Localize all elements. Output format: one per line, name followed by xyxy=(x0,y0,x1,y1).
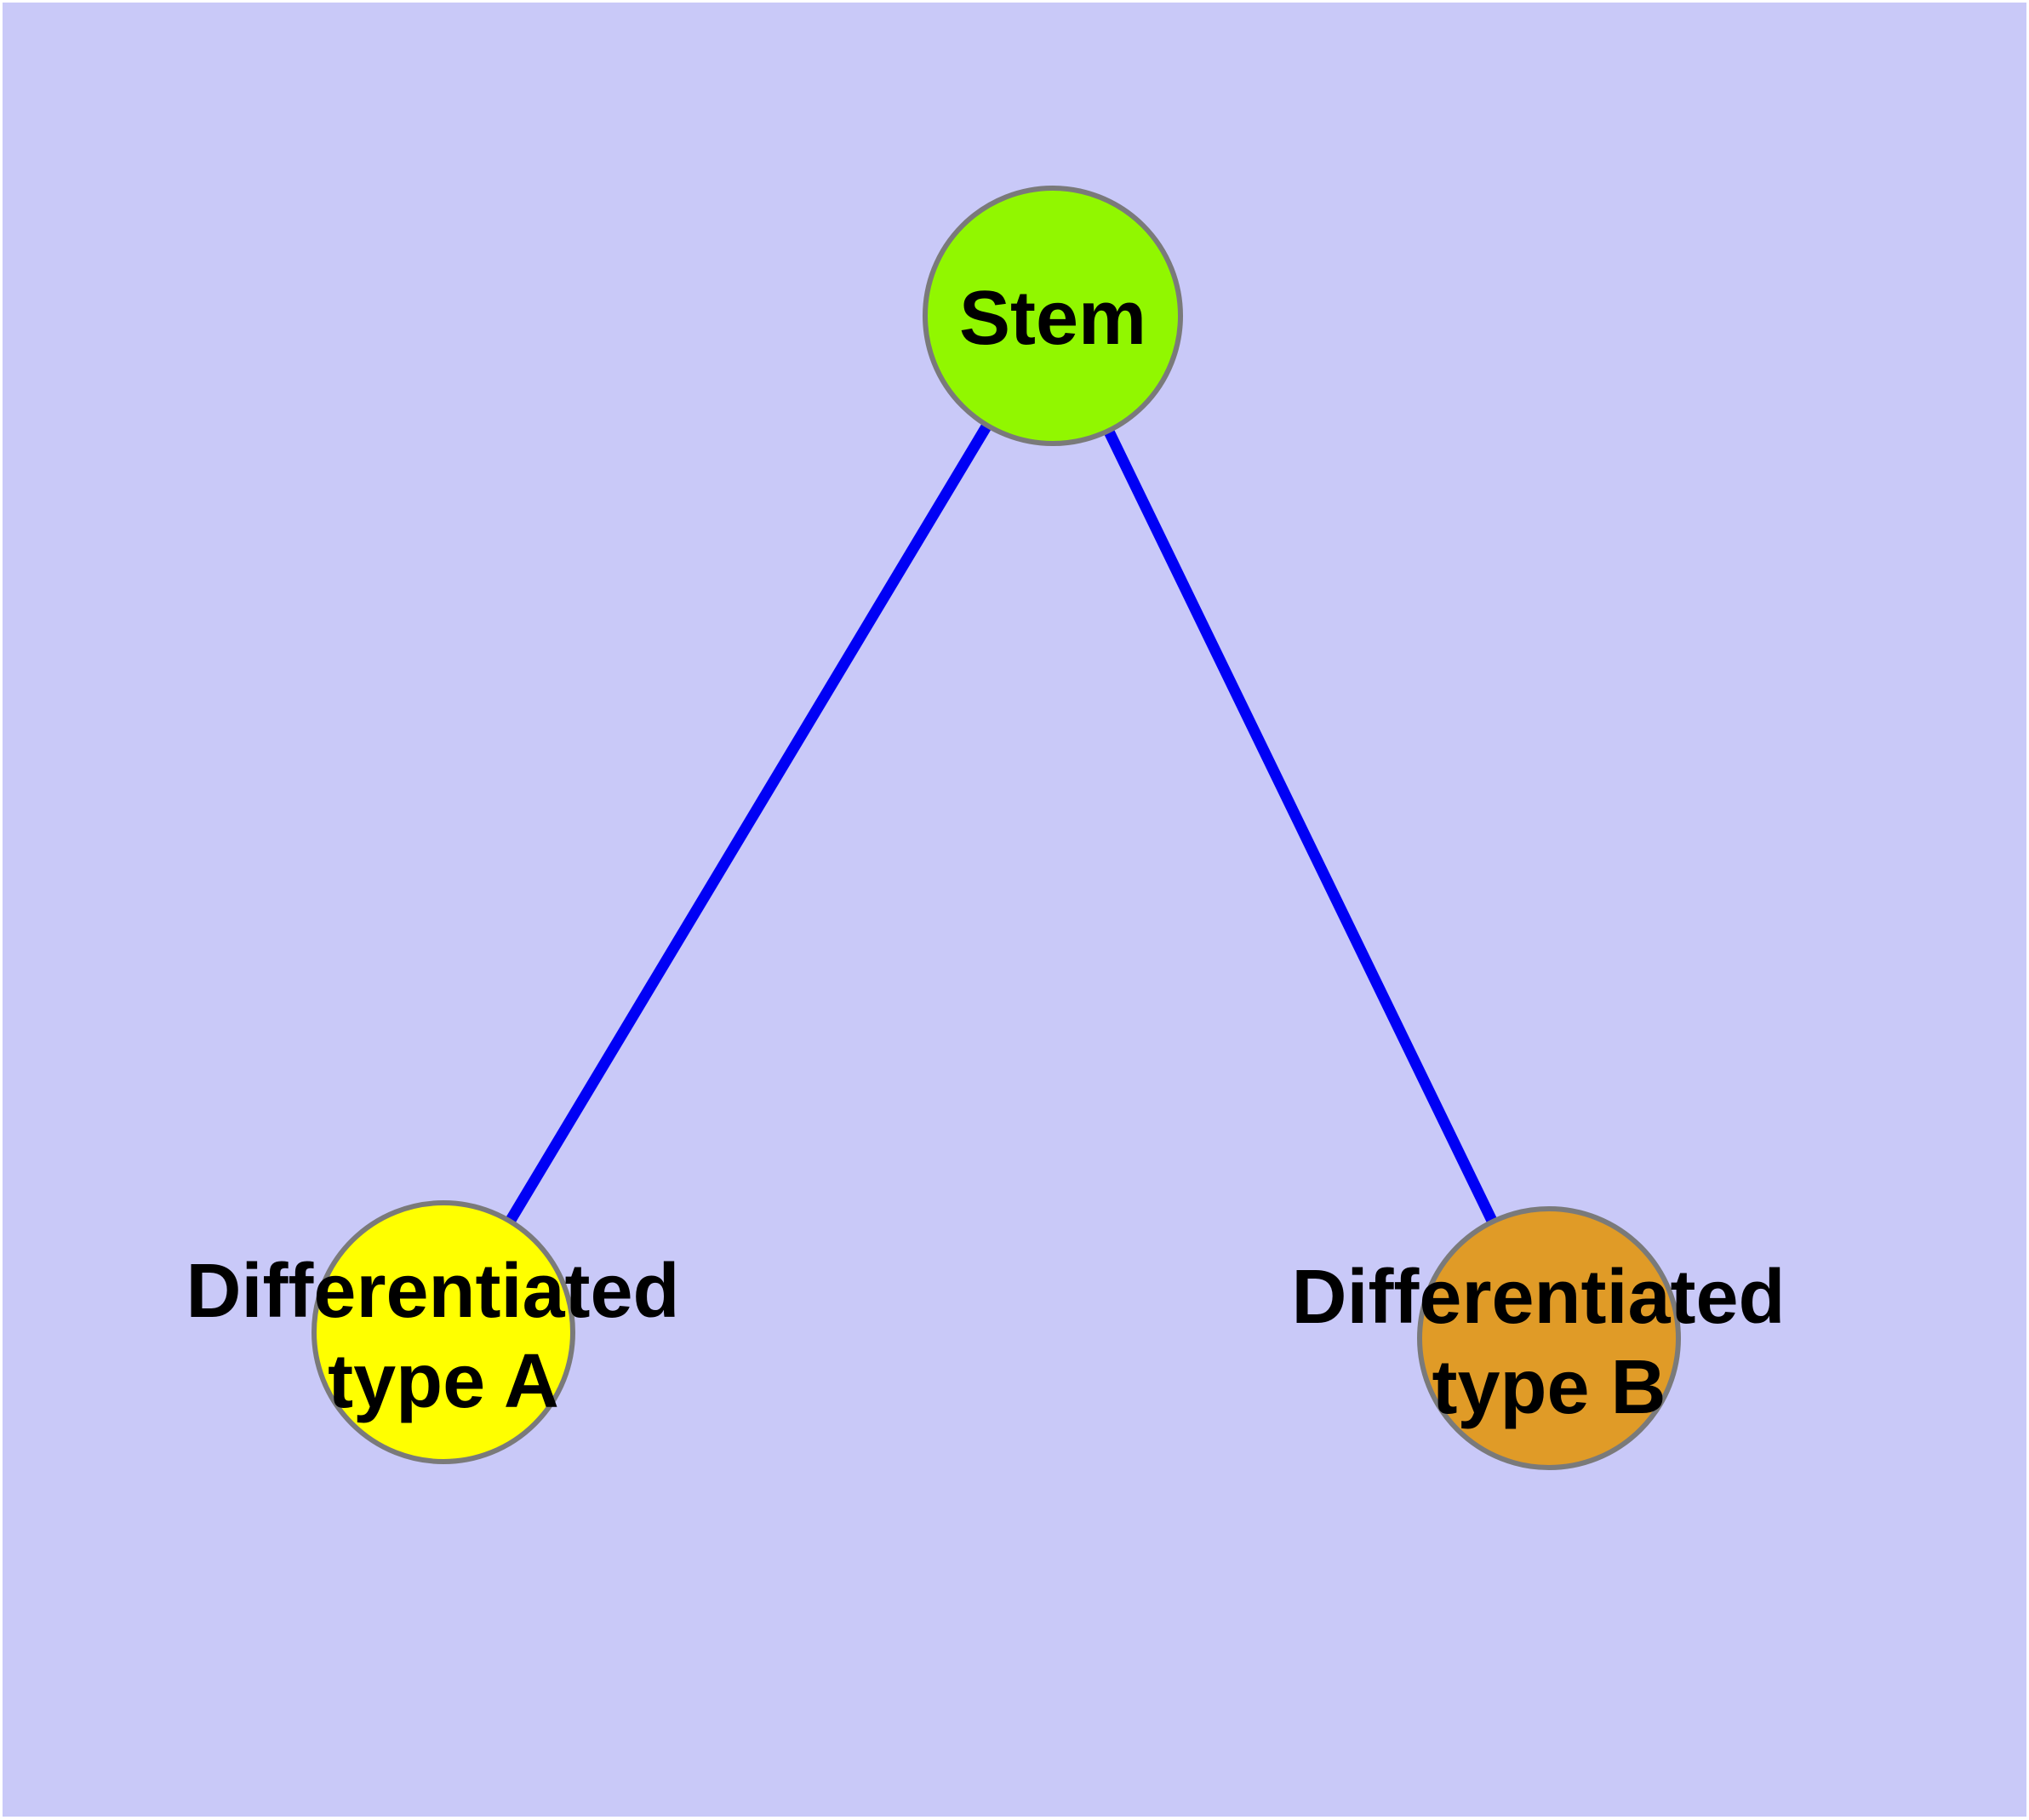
type-a-node[interactable] xyxy=(311,1200,575,1464)
type-b-node[interactable] xyxy=(1417,1206,1681,1470)
stem-node[interactable] xyxy=(923,186,1183,446)
type-a-label-line2: type A xyxy=(328,1339,559,1424)
stem-node-label: Stem xyxy=(959,276,1146,361)
edge-stem-to-type-a xyxy=(438,312,1058,1336)
type-a-label-line1: Differentiated xyxy=(186,1249,679,1334)
type-b-label-line2: type B xyxy=(1432,1345,1666,1430)
edge-stem-to-type-b xyxy=(1048,313,1554,1341)
type-b-node-label: Differentiated type B xyxy=(1291,1255,1806,1430)
type-b-label-line1: Differentiated xyxy=(1291,1255,1785,1340)
type-a-node-label: Differentiated type A xyxy=(186,1249,700,1424)
